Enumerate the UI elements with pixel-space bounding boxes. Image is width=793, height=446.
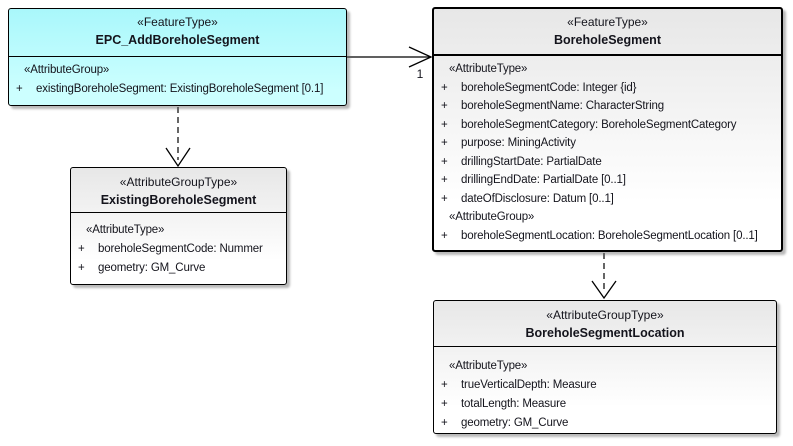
- attribute-row: + totalLength: Measure: [434, 395, 776, 414]
- dependency-epc-to-existingboreholesegment[interactable]: [165, 107, 191, 168]
- section-stereotype: «AttributeGroup»: [24, 64, 110, 76]
- class-stereotype: «AttributeGroupType»: [119, 175, 238, 189]
- attribute-text: drillingEndDate: PartialDate [0..1]: [461, 174, 626, 186]
- attribute-compartment: «AttributeType» + boreholeSegmentCode: Nu…: [71, 213, 286, 278]
- visibility-marker: +: [78, 243, 85, 255]
- visibility-marker: +: [441, 229, 448, 242]
- class-box-boreholesegmentlocation[interactable]: «AttributeGroupType» BoreholeSegmentLoca…: [433, 300, 777, 434]
- visibility-marker: +: [16, 83, 23, 95]
- visibility-marker: +: [441, 417, 448, 429]
- section-stereotype: «AttributeType»: [449, 360, 528, 372]
- attribute-compartment: «AttributeGroup» + existingBoreholeSegmen…: [9, 57, 346, 99]
- attribute-text: geometry: GM_Curve: [461, 417, 569, 429]
- class-name: EPC_AddBoreholeSegment: [95, 33, 260, 47]
- visibility-marker: +: [441, 379, 448, 391]
- class-name: ExistingBoreholeSegment: [100, 193, 257, 207]
- attribute-row: + trueVerticalDepth: Measure: [434, 376, 776, 395]
- class-stereotype: «FeatureType»: [567, 15, 648, 29]
- attribute-row: + drillingStartDate: PartialDate: [434, 153, 781, 172]
- class-title: «FeatureType» EPC_AddBoreholeSegment: [9, 9, 346, 57]
- association-epc-to-boreholesegment[interactable]: 1: [347, 46, 433, 81]
- attribute-row: + geometry: GM_Curve: [71, 259, 286, 278]
- attribute-text: totalLength: Measure: [461, 398, 567, 410]
- class-box-existingboreholesegment[interactable]: «AttributeGroupType» ExistingBoreholeSeg…: [70, 167, 287, 285]
- class-box-epc-addboreholesegment[interactable]: «FeatureType» EPC_AddBoreholeSegment «At…: [8, 8, 347, 106]
- attribute-text: existingBoreholeSegment: ExistingBorehol…: [36, 83, 324, 95]
- attribute-row: + dateOfDisclosure: Datum [0..1]: [434, 190, 781, 209]
- attribute-row: + drillingEndDate: PartialDate [0..1]: [434, 171, 781, 190]
- visibility-marker: +: [441, 398, 448, 410]
- attribute-text: boreholeSegmentLocation: BoreholeSegment…: [461, 229, 758, 242]
- visibility-marker: +: [441, 155, 448, 168]
- class-box-boreholesegment[interactable]: «FeatureType» BoreholeSegment «Attribute…: [432, 7, 783, 252]
- attribute-text: drillingStartDate: PartialDate: [461, 155, 602, 168]
- section-stereotype: «AttributeType»: [449, 63, 528, 75]
- section-stereotype: «AttributeType»: [86, 224, 165, 236]
- attribute-text: boreholeSegmentName: CharacterString: [461, 100, 664, 112]
- class-title: «FeatureType» BoreholeSegment: [434, 9, 781, 56]
- open-arrowhead-icon: [408, 46, 433, 68]
- attribute-text: geometry: GM_Curve: [98, 262, 206, 274]
- class-stereotype: «AttributeGroupType»: [546, 308, 664, 322]
- attribute-row: + boreholeSegmentName: CharacterString: [434, 97, 781, 116]
- multiplicity-label: 1: [417, 67, 424, 81]
- class-title: «AttributeGroupType» ExistingBoreholeSeg…: [71, 168, 286, 213]
- visibility-marker: +: [441, 81, 448, 94]
- attribute-text: boreholeSegmentCategory: BoreholeSegment…: [461, 118, 737, 131]
- attribute-compartment: «AttributeType» + trueVerticalDepth: Meas…: [434, 347, 776, 433]
- attribute-text: boreholeSegmentCode: Nummer: [98, 243, 263, 255]
- open-arrowhead-icon: [165, 147, 191, 168]
- open-arrowhead-icon: [591, 280, 617, 300]
- attribute-text: trueVerticalDepth: Measure: [461, 379, 597, 391]
- visibility-marker: +: [441, 118, 448, 131]
- attribute-text: boreholeSegmentCode: Integer {id}: [461, 81, 637, 94]
- visibility-marker: +: [78, 262, 85, 274]
- attribute-compartment: «AttributeType» + boreholeSegmentCode: In…: [434, 56, 781, 245]
- visibility-marker: +: [441, 137, 448, 149]
- attribute-row: + boreholeSegmentCode: Integer {id}: [434, 79, 781, 98]
- section-stereotype: «AttributeGroup»: [449, 211, 535, 223]
- attribute-text: dateOfDisclosure: Datum [0..1]: [461, 192, 614, 205]
- class-name: BoreholeSegment: [554, 33, 661, 47]
- attribute-row: + purpose: MiningActivity: [434, 134, 781, 153]
- visibility-marker: +: [441, 100, 448, 112]
- attribute-row: + existingBoreholeSegment: ExistingBoreho…: [9, 80, 346, 99]
- class-name: BoreholeSegmentLocation: [525, 326, 685, 340]
- attribute-text: purpose: MiningActivity: [461, 137, 576, 149]
- class-title: «AttributeGroupType» BoreholeSegmentLoca…: [434, 301, 776, 347]
- attribute-row: + geometry: GM_Curve: [434, 414, 776, 433]
- attribute-row: + boreholeSegmentLocation: BoreholeSegmen…: [434, 227, 781, 246]
- visibility-marker: +: [441, 192, 448, 205]
- attribute-row: + boreholeSegmentCategory: BoreholeSegmen…: [434, 116, 781, 135]
- class-stereotype: «FeatureType»: [137, 15, 218, 29]
- attribute-row: + boreholeSegmentCode: Nummer: [71, 240, 286, 259]
- dependency-boreholesegment-to-boreholesegmentlocation[interactable]: [591, 253, 617, 300]
- visibility-marker: +: [441, 174, 448, 186]
